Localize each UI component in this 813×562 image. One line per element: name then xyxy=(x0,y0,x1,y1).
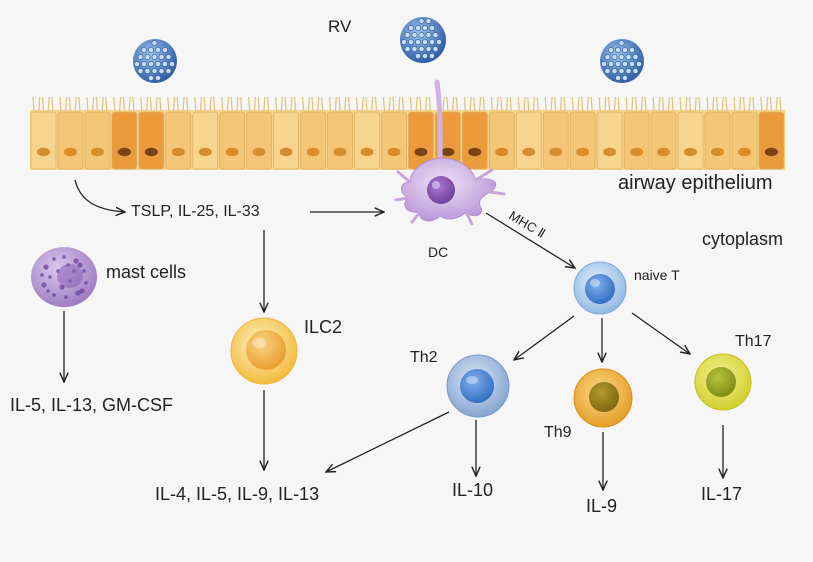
naive-t-cell-icon xyxy=(573,261,627,315)
mast-cell-icon xyxy=(31,247,97,307)
epithelial-cell-icon xyxy=(354,111,380,170)
virus-icon xyxy=(133,39,177,83)
cilia xyxy=(32,96,782,112)
epithelial-cell-icon xyxy=(677,111,704,170)
th2-cell-icon xyxy=(446,354,510,418)
airway-epithelium-label: airway epithelium xyxy=(618,172,773,194)
epithelial-cell-icon xyxy=(704,111,731,170)
arrow-dc-to-naive-t xyxy=(485,212,575,268)
epithelial-cell-icon xyxy=(650,111,677,170)
epithelial-cell-icon xyxy=(219,111,246,170)
th17-label: Th17 xyxy=(735,333,772,350)
arrow-th2-to-ilc2-products xyxy=(326,411,450,472)
epithelial-cell-icon xyxy=(569,111,596,170)
epithelial-cell-icon xyxy=(758,111,785,170)
epithelial-cell-icon xyxy=(30,111,57,170)
mast-cells-label: mast cells xyxy=(106,262,187,282)
epithelial-cell-icon xyxy=(381,111,407,170)
cytoplasm-label: cytoplasm xyxy=(702,229,784,249)
epithelial-cell-icon xyxy=(461,111,488,170)
mhc-label: MHC Ⅱ xyxy=(506,208,548,241)
th2-label: Th2 xyxy=(410,349,438,366)
virus-icon xyxy=(400,17,446,63)
ilc2-cell-icon xyxy=(230,317,298,385)
epithelial-cell-icon xyxy=(84,111,111,170)
th2-products-label: IL-10 xyxy=(452,480,494,500)
epithelial-cell-icon xyxy=(138,111,165,170)
virus-icon xyxy=(600,39,644,83)
th17-cell-icon xyxy=(694,353,752,411)
arrow-naive-t-to-th17 xyxy=(631,312,690,354)
th9-cell-icon xyxy=(573,368,633,428)
th9-label: Th9 xyxy=(544,424,572,441)
dendritic-cell-icon xyxy=(394,79,506,226)
epithelial-cell-icon xyxy=(246,111,273,170)
epithelial-cell-icon xyxy=(623,111,650,170)
epithelial-cell-icon xyxy=(273,111,300,170)
th9-products-label: IL-9 xyxy=(586,496,618,516)
ilc2-label: ILC2 xyxy=(304,317,343,337)
rv-label: RV xyxy=(328,17,352,36)
naive-t-label: naive T xyxy=(634,267,680,283)
epithelial-cell-icon xyxy=(300,111,326,170)
dc-label: DC xyxy=(428,244,449,260)
arrow-epithelium-to-cytokines xyxy=(74,179,125,212)
arrows xyxy=(64,179,723,490)
arrow-naive-t-to-th2 xyxy=(514,315,575,360)
epithelial-cell-icon xyxy=(57,111,84,170)
epithelial-cell-icon xyxy=(596,111,623,170)
viruses xyxy=(133,17,644,83)
epithelial-cell-icon xyxy=(111,111,138,170)
epithelial-cell-icon xyxy=(327,111,353,170)
mast-products-label: IL-5, IL-13, GM-CSF xyxy=(10,395,174,415)
epithelial-cell-icon xyxy=(488,111,515,170)
epithelial-cell-icon xyxy=(515,111,542,170)
airway-epithelium-layer xyxy=(30,96,785,170)
epithelial-cell-icon xyxy=(731,111,758,170)
ilc2-products-label: IL-4, IL-5, IL-9, IL-13 xyxy=(155,484,320,504)
th17-products-label: IL-17 xyxy=(701,484,743,504)
epithelial-cell-icon xyxy=(165,111,192,170)
epithelial-cell-icon xyxy=(542,111,569,170)
epithelial-cell-icon xyxy=(192,111,219,170)
epithelial-cytokines-label: TSLP, IL-25, IL-33 xyxy=(131,203,260,220)
